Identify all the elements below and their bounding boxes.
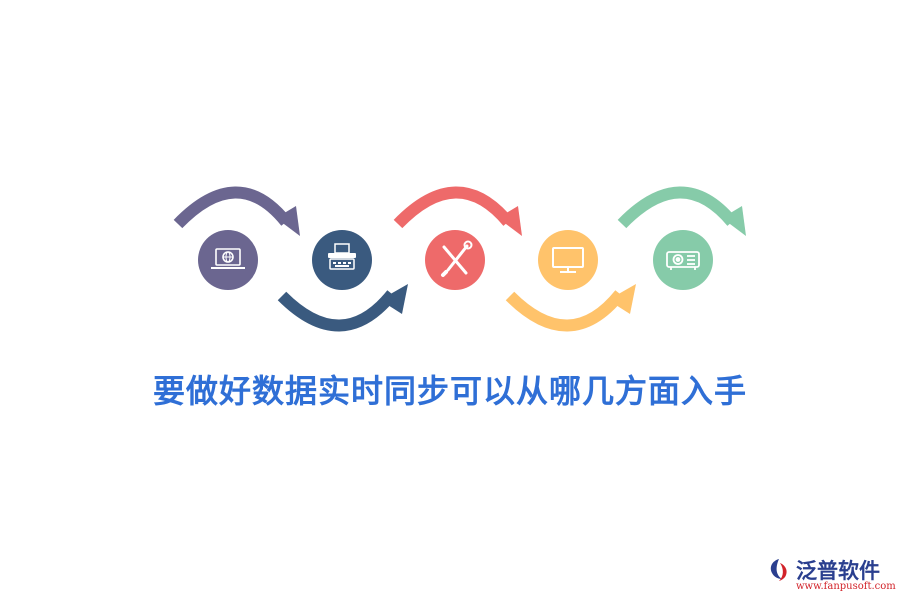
- page-title: 要做好数据实时同步可以从哪几方面入手: [152, 372, 747, 410]
- arrow-5: [617, 186, 746, 236]
- arrow-1: [173, 186, 300, 236]
- typewriter-icon: [328, 243, 356, 270]
- laptop-globe-icon: [211, 248, 245, 269]
- step-2-circle: [312, 230, 372, 290]
- step-2: [312, 230, 372, 290]
- step-1: [198, 230, 258, 290]
- brand-logo-icon: [770, 559, 787, 581]
- arrow-2: [277, 284, 408, 332]
- arrow-4: [505, 284, 636, 332]
- brand-url: www.fanpusoft.com: [796, 581, 896, 592]
- brand-name: 泛普软件: [796, 559, 880, 583]
- step-5: [653, 230, 713, 290]
- step-4: [538, 230, 598, 290]
- tools-icon: [441, 240, 473, 277]
- brand-logo-block: 泛普软件 www.fanpusoft.com: [766, 553, 896, 597]
- step-3: [425, 230, 485, 290]
- arrow-3: [393, 186, 522, 236]
- step-4-circle: [538, 230, 598, 290]
- monitor-icon: [552, 247, 584, 273]
- projector-icon: [666, 251, 700, 270]
- step-1-circle: [198, 230, 258, 290]
